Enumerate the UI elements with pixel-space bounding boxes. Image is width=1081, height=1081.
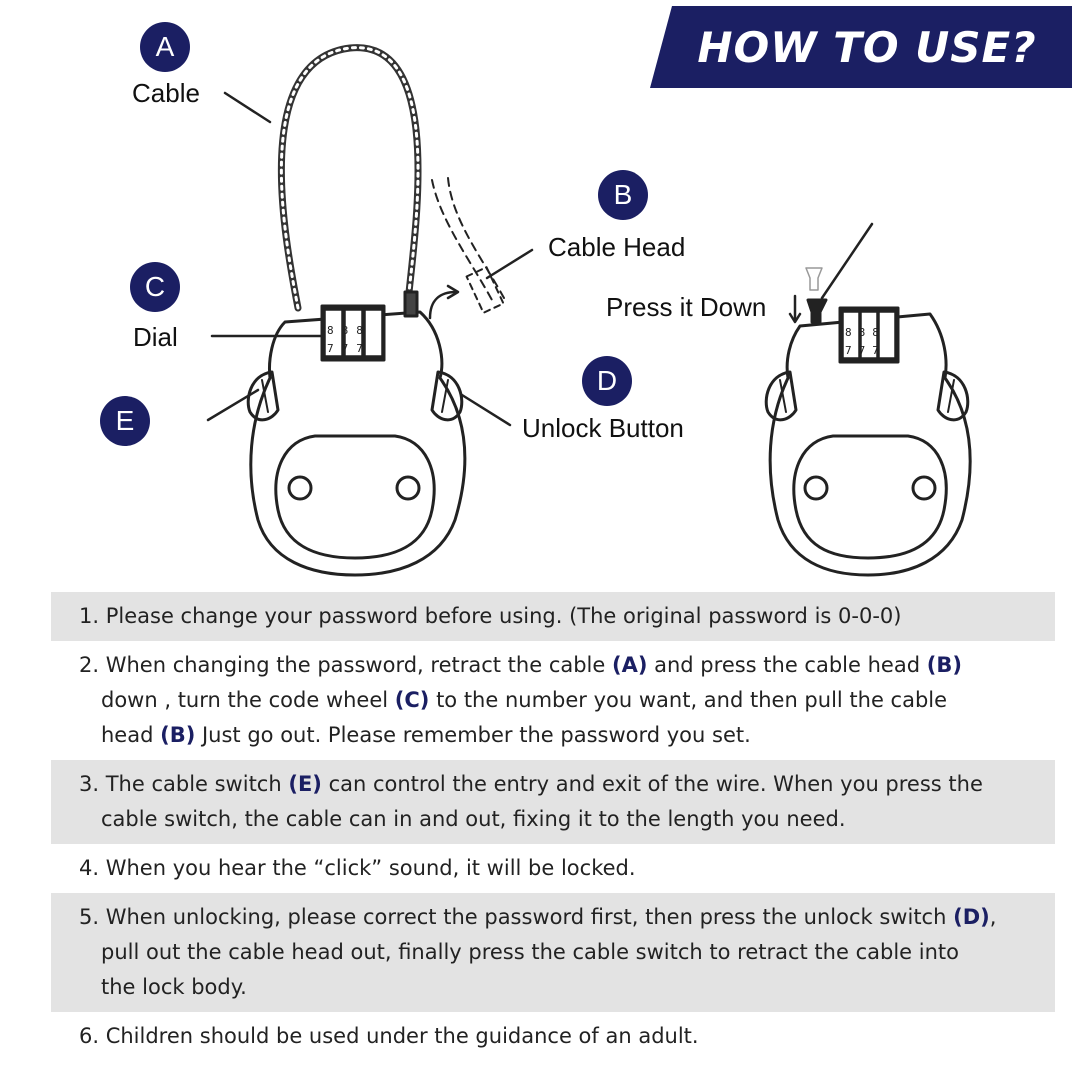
lock-diagram: 888 777 888 777 — [206, 44, 972, 577]
step-2: 2. When changing the password, retract t… — [51, 641, 1055, 760]
step-text: and press the cable head — [647, 653, 927, 677]
step-line: 4. When you hear the “click” sound, it w… — [79, 856, 636, 880]
step-line: cable switch, the cable can in and out, … — [79, 802, 1035, 837]
step-text: pull out the cable head out, finally pre… — [101, 940, 959, 964]
step-6: 6. Children should be used under the gui… — [51, 1012, 1055, 1061]
label-cable: Cable — [132, 78, 200, 108]
label-press-it-down: Press it Down — [606, 292, 767, 322]
badge-b: B — [598, 170, 648, 220]
step-text: 6. Children should be used under the gui… — [79, 1024, 699, 1048]
part-reference: (A) — [612, 653, 648, 677]
lock-body-left — [249, 310, 467, 577]
step-text: 5. When unlocking, please correct the pa… — [79, 905, 954, 929]
step-text: 3. The cable switch — [79, 772, 289, 796]
step-line: 5. When unlocking, please correct the pa… — [79, 905, 996, 929]
step-text: cable switch, the cable can in and out, … — [101, 807, 846, 831]
how-to-use-banner: HOW TO USE? — [650, 6, 1072, 88]
step-line: 6. Children should be used under the gui… — [79, 1024, 699, 1048]
step-text: to the number you want, and then pull th… — [429, 688, 948, 712]
instruction-steps: 1. Please change your password before us… — [51, 592, 1055, 1061]
part-reference: (E) — [288, 772, 322, 796]
banner-title: HOW TO USE? — [697, 22, 1037, 72]
step-1: 1. Please change your password before us… — [51, 592, 1055, 641]
lock-body-right — [768, 312, 972, 577]
step-text: head — [101, 723, 161, 747]
label-dial: Dial — [133, 322, 178, 352]
step-text: 2. When changing the password, retract t… — [79, 653, 612, 677]
step-text: 1. Please change your password before us… — [79, 604, 902, 628]
part-reference: (B) — [160, 723, 196, 747]
step-line: 1. Please change your password before us… — [79, 604, 901, 628]
step-4: 4. When you hear the “click” sound, it w… — [51, 844, 1055, 893]
step-text: down , turn the code wheel — [101, 688, 395, 712]
step-text: 4. When you hear the “click” sound, it w… — [79, 856, 636, 880]
badge-a: A — [140, 22, 190, 72]
part-reference: (D) — [953, 905, 990, 929]
step-5: 5. When unlocking, please correct the pa… — [51, 893, 1055, 1012]
step-text: can control the entry and exit of the wi… — [321, 772, 983, 796]
dial-digits-top-left: 888 — [327, 324, 371, 337]
badge-c: C — [130, 262, 180, 312]
part-reference: (C) — [394, 688, 430, 712]
step-line: head (B) Just go out. Please remember th… — [79, 718, 1035, 753]
dial-digits-bottom-left: 777 — [327, 342, 371, 355]
step-line: pull out the cable head out, finally pre… — [79, 935, 1035, 970]
step-3: 3. The cable switch (E) can control the … — [51, 760, 1055, 844]
badge-d: D — [582, 356, 632, 406]
badge-e: E — [100, 396, 150, 446]
cable-loop — [277, 44, 422, 312]
step-text: Just go out. Please remember the passwor… — [195, 723, 751, 747]
step-line: 3. The cable switch (E) can control the … — [79, 772, 983, 796]
ghost-cable-head — [431, 179, 493, 301]
step-line: down , turn the code wheel (C) to the nu… — [79, 683, 1035, 718]
dial-digits-top-right: 888 — [845, 326, 886, 339]
label-unlock-button: Unlock Button — [522, 413, 684, 443]
dial-digits-bottom-right: 777 — [845, 344, 886, 357]
step-line: the lock body. — [79, 970, 1035, 1005]
step-text: the lock body. — [101, 975, 247, 999]
part-reference: (B) — [926, 653, 962, 677]
step-text: , — [989, 905, 997, 929]
label-cable-head: Cable Head — [548, 232, 686, 262]
step-line: 2. When changing the password, retract t… — [79, 653, 962, 677]
